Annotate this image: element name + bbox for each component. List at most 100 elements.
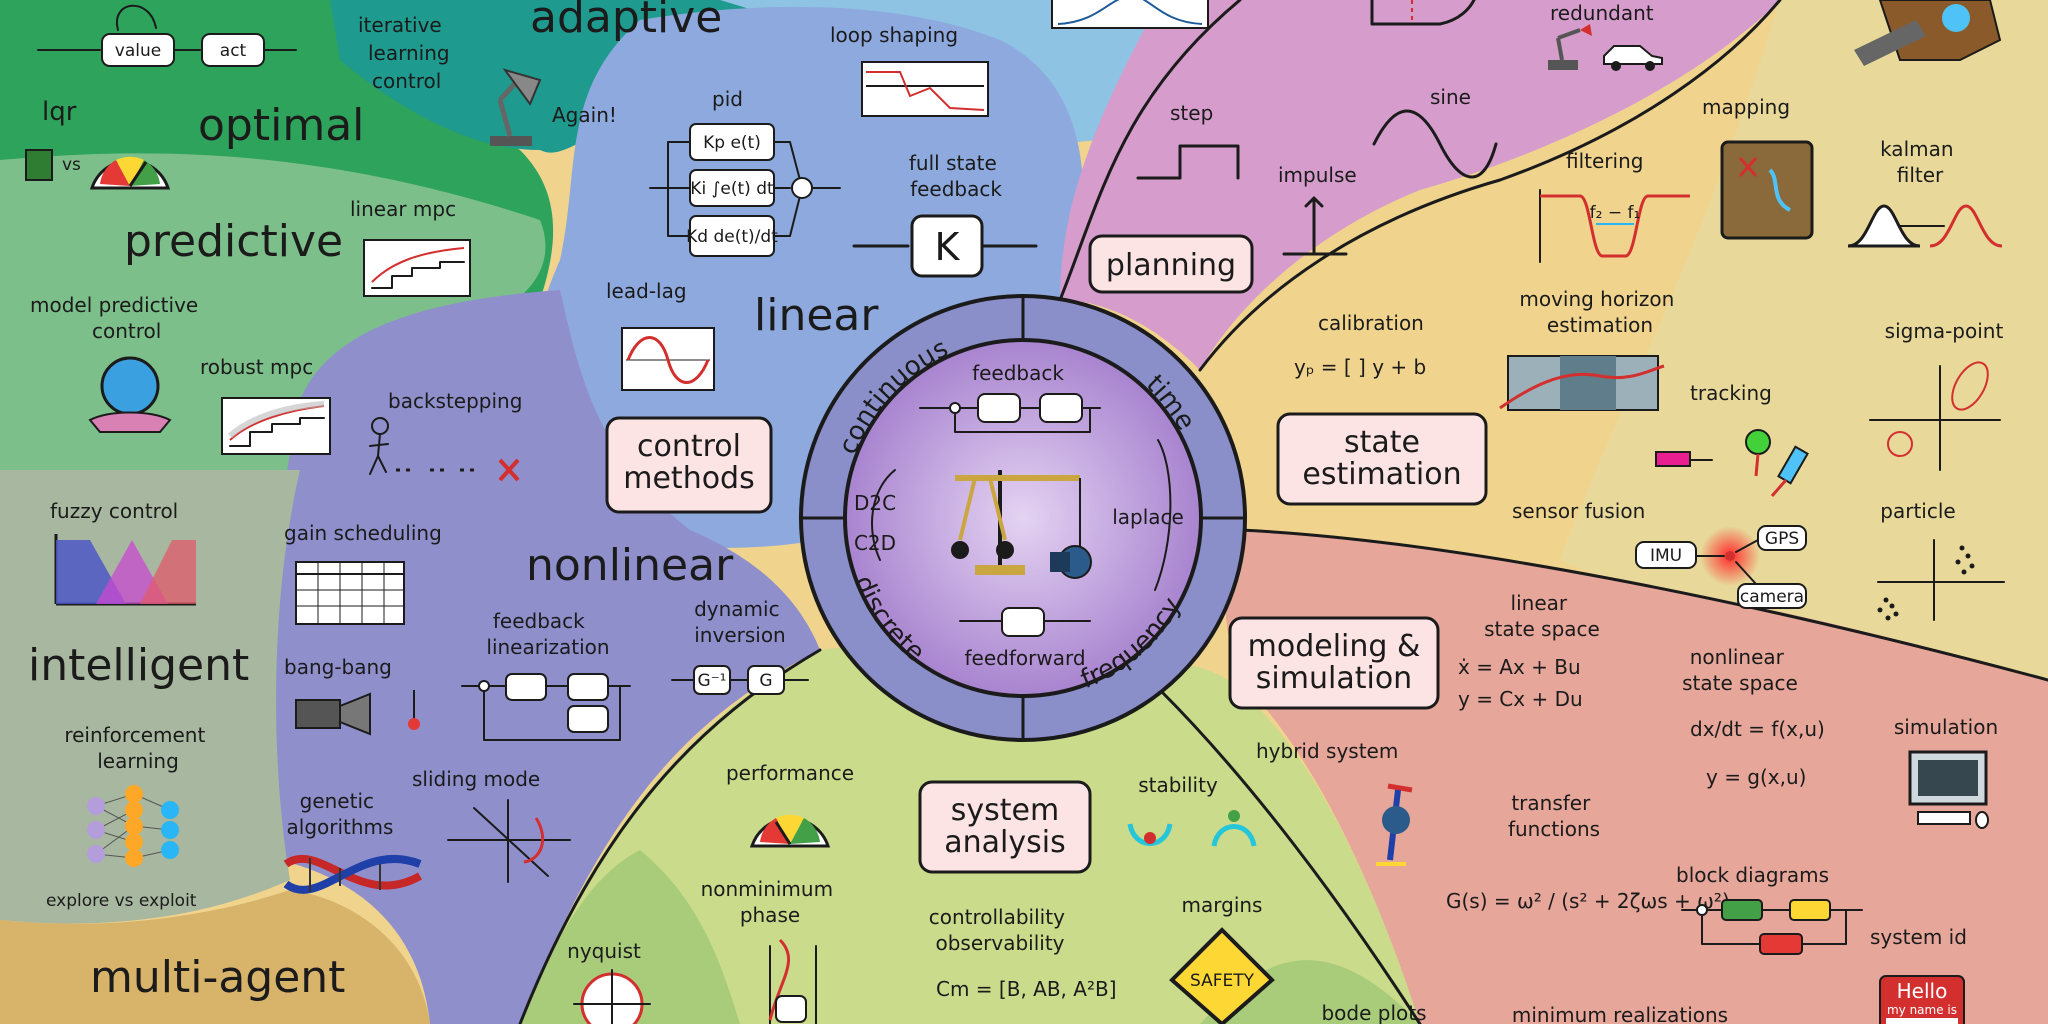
label-again: Again! <box>552 103 617 127</box>
bell-curve-icon <box>1051 0 1209 29</box>
hub: continuous time discrete frequency feedb… <box>799 294 1247 742</box>
feedback-linearization-diagram-icon <box>461 673 631 741</box>
nonminimum-phase-icon <box>768 938 817 1024</box>
category-optimal: optimal <box>198 100 364 151</box>
arrow-icon <box>1154 439 1172 591</box>
region-intelligent <box>0 470 300 924</box>
label-tracking: tracking <box>1690 381 1772 405</box>
label-minimum-realizations: minimum realizations <box>1512 1003 1728 1024</box>
label-filtering: filtering <box>1566 149 1643 173</box>
phase-portrait-icon <box>447 799 571 883</box>
label-calibration: calibration <box>1318 311 1424 335</box>
label-nyquist: nyquist <box>567 939 641 963</box>
category-predictive: predictive <box>124 216 343 267</box>
linear-output-equation: y = Cx + Du <box>1458 687 1583 711</box>
label-feedback: feedback <box>972 361 1064 385</box>
label-linear-state-space: linear state space <box>1484 591 1600 641</box>
lamp-icon <box>490 68 542 146</box>
label-feedforward: feedforward <box>964 646 1085 670</box>
motor-icon <box>1050 545 1092 579</box>
label-f2-f1: f₂ − f₁ <box>1590 203 1641 223</box>
lead-lag-plot-icon <box>621 327 715 391</box>
feedback-diagram-icon <box>919 393 1101 433</box>
region-estimation-right <box>1560 0 2048 680</box>
treasure-map-icon <box>1720 140 1814 240</box>
linear-state-equation: ẋ = Ax + Bu <box>1458 655 1581 679</box>
label-genetic-algorithms: genetic algorithms <box>287 789 394 839</box>
region-analysis-inner <box>520 850 740 1024</box>
filter-response-icon: f₂ − f₁ <box>1539 189 1690 263</box>
category-nonlinear: nonlinear <box>526 540 734 591</box>
label-block-diagrams: block diagrams <box>1676 863 1829 887</box>
label-impulse: impulse <box>1278 163 1357 187</box>
robust-mpc-plot-icon <box>221 397 331 455</box>
label-reinforcement-learning: reinforcement learning <box>64 723 211 773</box>
robot-arm-icon <box>1548 24 1592 70</box>
boundary-line <box>1238 528 2048 682</box>
label-model-predictive-control: model predictive control <box>30 293 205 343</box>
label-redundant: redundant <box>1550 1 1654 25</box>
thruster-icon <box>295 690 420 736</box>
category-multi-agent: multi-agent <box>90 952 345 1003</box>
label-particle: particle <box>1880 499 1955 523</box>
section-modeling-simulation: modeling &simulation <box>1228 616 1440 710</box>
label-lead-lag: lead-lag <box>606 279 687 303</box>
section-title-line-2: simulation <box>1256 661 1412 696</box>
label-nonminimum-phase: nonminimum phase <box>701 877 840 927</box>
label-vs: vs <box>62 155 81 175</box>
pid-d-term: Kd de(t)/dt <box>686 227 778 247</box>
tracking-icon <box>1655 429 1809 497</box>
region-multi-agent <box>0 890 430 1024</box>
calibration-equation: yₚ = [ ] y + b <box>1294 355 1426 379</box>
impulse-icon <box>1282 196 1348 256</box>
label-explore-vs-exploit: explore vs exploit <box>46 891 197 911</box>
label-imu: IMU <box>1650 546 1682 566</box>
stability-icons <box>1127 810 1257 847</box>
sigma-point-icon <box>1869 361 2001 471</box>
loop-shaping-plot-icon <box>861 61 989 117</box>
label-system-id: system id <box>1870 925 1967 949</box>
category-linear: linear <box>754 290 879 341</box>
label-margins: margins <box>1182 893 1263 917</box>
tunnel-icon <box>1854 0 2002 66</box>
dynamic-inversion-diagram-icon: G⁻¹ G <box>671 665 809 695</box>
label-sliding-mode: sliding mode <box>412 767 540 791</box>
feedforward-diagram-icon <box>959 607 1091 637</box>
label-gps: GPS <box>1765 529 1799 549</box>
neural-network-icon <box>87 785 179 867</box>
money-icon <box>25 149 53 181</box>
label-dynamic-inversion: dynamic inversion <box>694 597 786 647</box>
label-sensor-fusion: sensor fusion <box>1512 499 1645 523</box>
label-robust-mpc: robust mpc <box>200 355 313 379</box>
label-loop-shaping: loop shaping <box>830 23 958 47</box>
fuzzy-membership-icon <box>54 534 196 606</box>
label-pid: pid <box>712 87 743 111</box>
pid-block-diagram: Kp e(t) Ki ∫e(t) dt Kd de(t)/dt <box>649 123 841 257</box>
sensor-fusion-icon: IMU GPS camera <box>1635 525 1807 609</box>
pid-p-term: Kp e(t) <box>703 133 761 153</box>
gain-k-icon: K <box>852 214 1038 278</box>
nyquist-plot-icon <box>573 969 651 1024</box>
label-stability: stability <box>1138 773 1218 797</box>
label-gain-scheduling: gain scheduling <box>284 521 442 545</box>
category-intelligent: intelligent <box>28 640 249 691</box>
value-act-diagram: value act <box>37 4 297 67</box>
moving-horizon-plot-icon <box>1499 355 1665 411</box>
label-laplace: laplace <box>1112 505 1184 529</box>
boundary-line <box>1198 0 1782 372</box>
car-icon <box>1603 45 1663 71</box>
label-act: act <box>220 41 247 61</box>
section-title-line-2: estimation <box>1302 457 1461 492</box>
arrow-icon <box>871 469 896 561</box>
controllability-matrix-equation: Cm = [B, AB, A²B] <box>936 977 1117 1001</box>
section-title-line-2: analysis <box>944 825 1065 860</box>
name-tag-icon: Hello my name is <box>1879 975 1965 1024</box>
label-safety: SAFETY <box>1190 971 1255 991</box>
label-step: step <box>1170 101 1213 125</box>
